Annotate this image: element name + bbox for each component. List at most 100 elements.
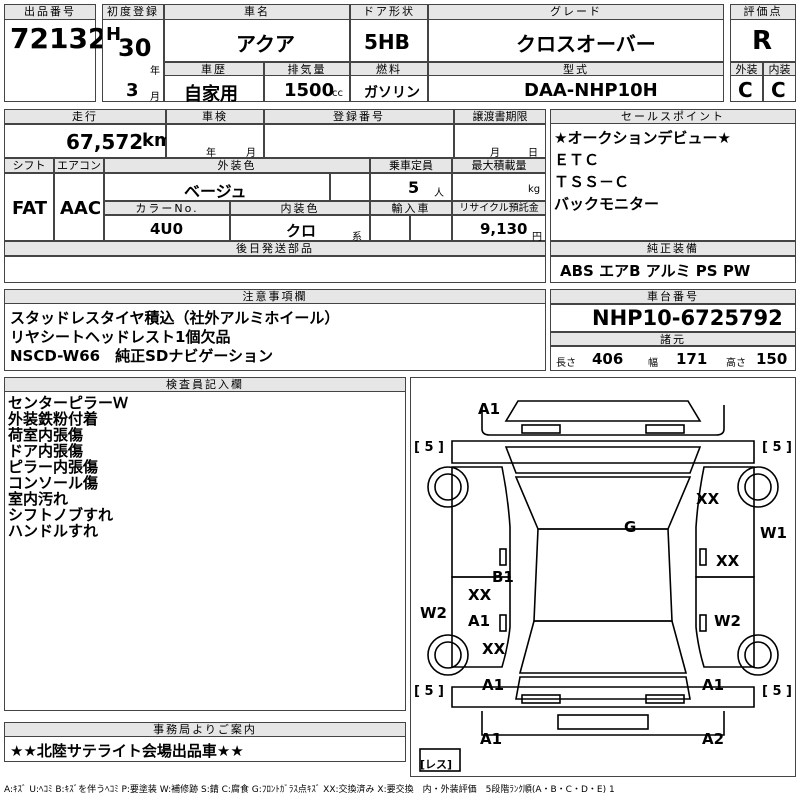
inspection-label: 車検	[166, 109, 264, 124]
ext-grade: C	[738, 78, 753, 102]
import-label: 輸入車	[370, 201, 452, 215]
color-cell	[104, 173, 330, 201]
office-label: 事務局よりご案内	[4, 722, 406, 737]
int-grade: C	[771, 78, 786, 102]
damage-xx-lower: XX	[482, 640, 506, 658]
inspection-month-unit: 月	[246, 148, 256, 159]
import-cell-b	[410, 215, 452, 241]
later-parts-cell	[4, 256, 546, 283]
inspection-year-unit: 年	[206, 148, 216, 159]
score: R	[752, 26, 773, 56]
tire-tl-rating: [ 5 ]	[414, 440, 444, 455]
shift-label: シフト	[4, 158, 54, 173]
damage-w1: W1	[760, 524, 787, 542]
inspector-item: ピラー内張傷	[8, 458, 99, 476]
mileage: 67,572	[66, 130, 144, 154]
tire-front-left	[427, 466, 469, 508]
recycle: 9,130	[480, 220, 528, 238]
inspector-label: 検査員記入欄	[4, 377, 406, 392]
tire-rear-right	[737, 634, 779, 676]
office-notice: ★★北陸サテライト会場出品車★★	[10, 742, 244, 760]
inspector-item: ハンドルすれ	[8, 522, 99, 540]
color-label: 外装色	[104, 158, 370, 173]
color-no-cell	[104, 215, 230, 241]
right-front-handle	[699, 548, 707, 566]
genuine-equipment: ABS エアB アルミ PS PW	[560, 262, 751, 280]
selling-point-item: ＥＴＣ	[554, 151, 600, 169]
inspector-list: センターピラーＷ 外装鉄粉付着 荷室内張傷 ドア内張傷 ピラー内張傷 コンソール…	[8, 395, 128, 539]
ext-grade-label: 外装	[730, 62, 763, 76]
wheel-front-left	[434, 473, 462, 501]
headlight-right	[645, 424, 685, 434]
door-type: 5HB	[364, 30, 410, 54]
license-plate-rear	[557, 714, 649, 730]
damage-xx-right: XX	[716, 552, 740, 570]
chassis-cell	[550, 304, 796, 332]
damage-b1: B1	[492, 568, 514, 586]
right-rear-door	[695, 576, 755, 668]
reg-year: 30	[118, 34, 152, 62]
lot-cell	[4, 4, 96, 102]
damage-a1-bottom: A1	[480, 730, 503, 748]
wheel-rear-left	[434, 641, 462, 669]
car-name: アクア	[236, 32, 295, 56]
wheel-front-right	[744, 473, 772, 501]
score-label: 評価点	[730, 4, 796, 20]
tire-bl-rating: [ 5 ]	[414, 684, 444, 699]
taillight-right	[645, 694, 685, 704]
car-name-label: 車名	[164, 4, 350, 20]
selling-point-item: ＴＳＳ－Ｃ	[554, 173, 630, 191]
history: 自家用	[184, 84, 238, 105]
tire-tr-rating: [ 5 ]	[762, 440, 792, 455]
tire-rear-left	[427, 634, 469, 676]
note-item: リヤシートヘッドレスト1個欠品	[10, 328, 231, 346]
recycle-label: リサイクル預託金	[452, 201, 546, 215]
selling-point-item: ★オークションデビュー★	[554, 129, 731, 147]
car-diagram	[419, 400, 779, 772]
damage-a1-top: A1	[478, 400, 501, 418]
grade-label: グレード	[428, 4, 724, 20]
front-bumper-outline	[481, 405, 725, 436]
chassis-label: 車台番号	[550, 289, 796, 304]
load-cell	[452, 173, 546, 201]
inspector-item: 荷室内張傷	[8, 426, 84, 444]
headlight-left	[521, 424, 561, 434]
km-unit: km	[142, 130, 173, 151]
notes-label: 注意事項欄	[4, 289, 546, 304]
interior-color-cell	[230, 215, 370, 241]
recycle-cell	[452, 215, 546, 241]
era: H	[106, 24, 122, 45]
selling-point-item: バックモニター	[554, 195, 660, 213]
transfer-day-unit: 日	[528, 148, 538, 159]
right-rear-handle	[699, 614, 707, 632]
inspector-item: コンソール傷	[8, 474, 99, 492]
kg-unit: kg	[528, 184, 541, 195]
front-bumper-upper	[504, 400, 702, 422]
tire-br-rating: [ 5 ]	[762, 684, 792, 699]
transfer-month-unit: 月	[490, 148, 500, 159]
capacity: 5	[408, 178, 420, 197]
tire-front-right	[737, 466, 779, 508]
reg-month: 3	[126, 80, 139, 101]
rear-bumper-outline	[481, 711, 725, 736]
capacity-label: 乗車定員	[370, 158, 452, 173]
damage-xx-upper: XX	[696, 490, 720, 508]
first-reg-cell	[102, 4, 164, 102]
legend-footer: A:ｷｽﾞ U:ﾍｺﾐ B:ｷｽﾞを伴うﾍｺﾐ P:要塗装 W:補修跡 S:錆 …	[4, 785, 615, 795]
damage-w2-right: W2	[714, 612, 741, 630]
inspector-item: 室内汚れ	[8, 490, 69, 508]
ac-cell	[54, 173, 104, 241]
shift: FAT	[12, 198, 48, 219]
roof-outline	[533, 528, 673, 622]
damage-a1-br: A1	[702, 676, 725, 694]
hood-outline	[504, 446, 702, 474]
length: 406	[592, 350, 624, 368]
damage-a1-left: A1	[468, 612, 491, 630]
genuine-label: 純正装備	[550, 241, 796, 256]
height-label: 高さ	[726, 358, 746, 369]
selling-points-cell	[550, 109, 796, 241]
wheel-rear-right	[744, 641, 772, 669]
interior-color-label: 内装色	[230, 201, 370, 215]
cc-unit: cc	[332, 88, 343, 99]
windshield-outline	[514, 476, 692, 530]
